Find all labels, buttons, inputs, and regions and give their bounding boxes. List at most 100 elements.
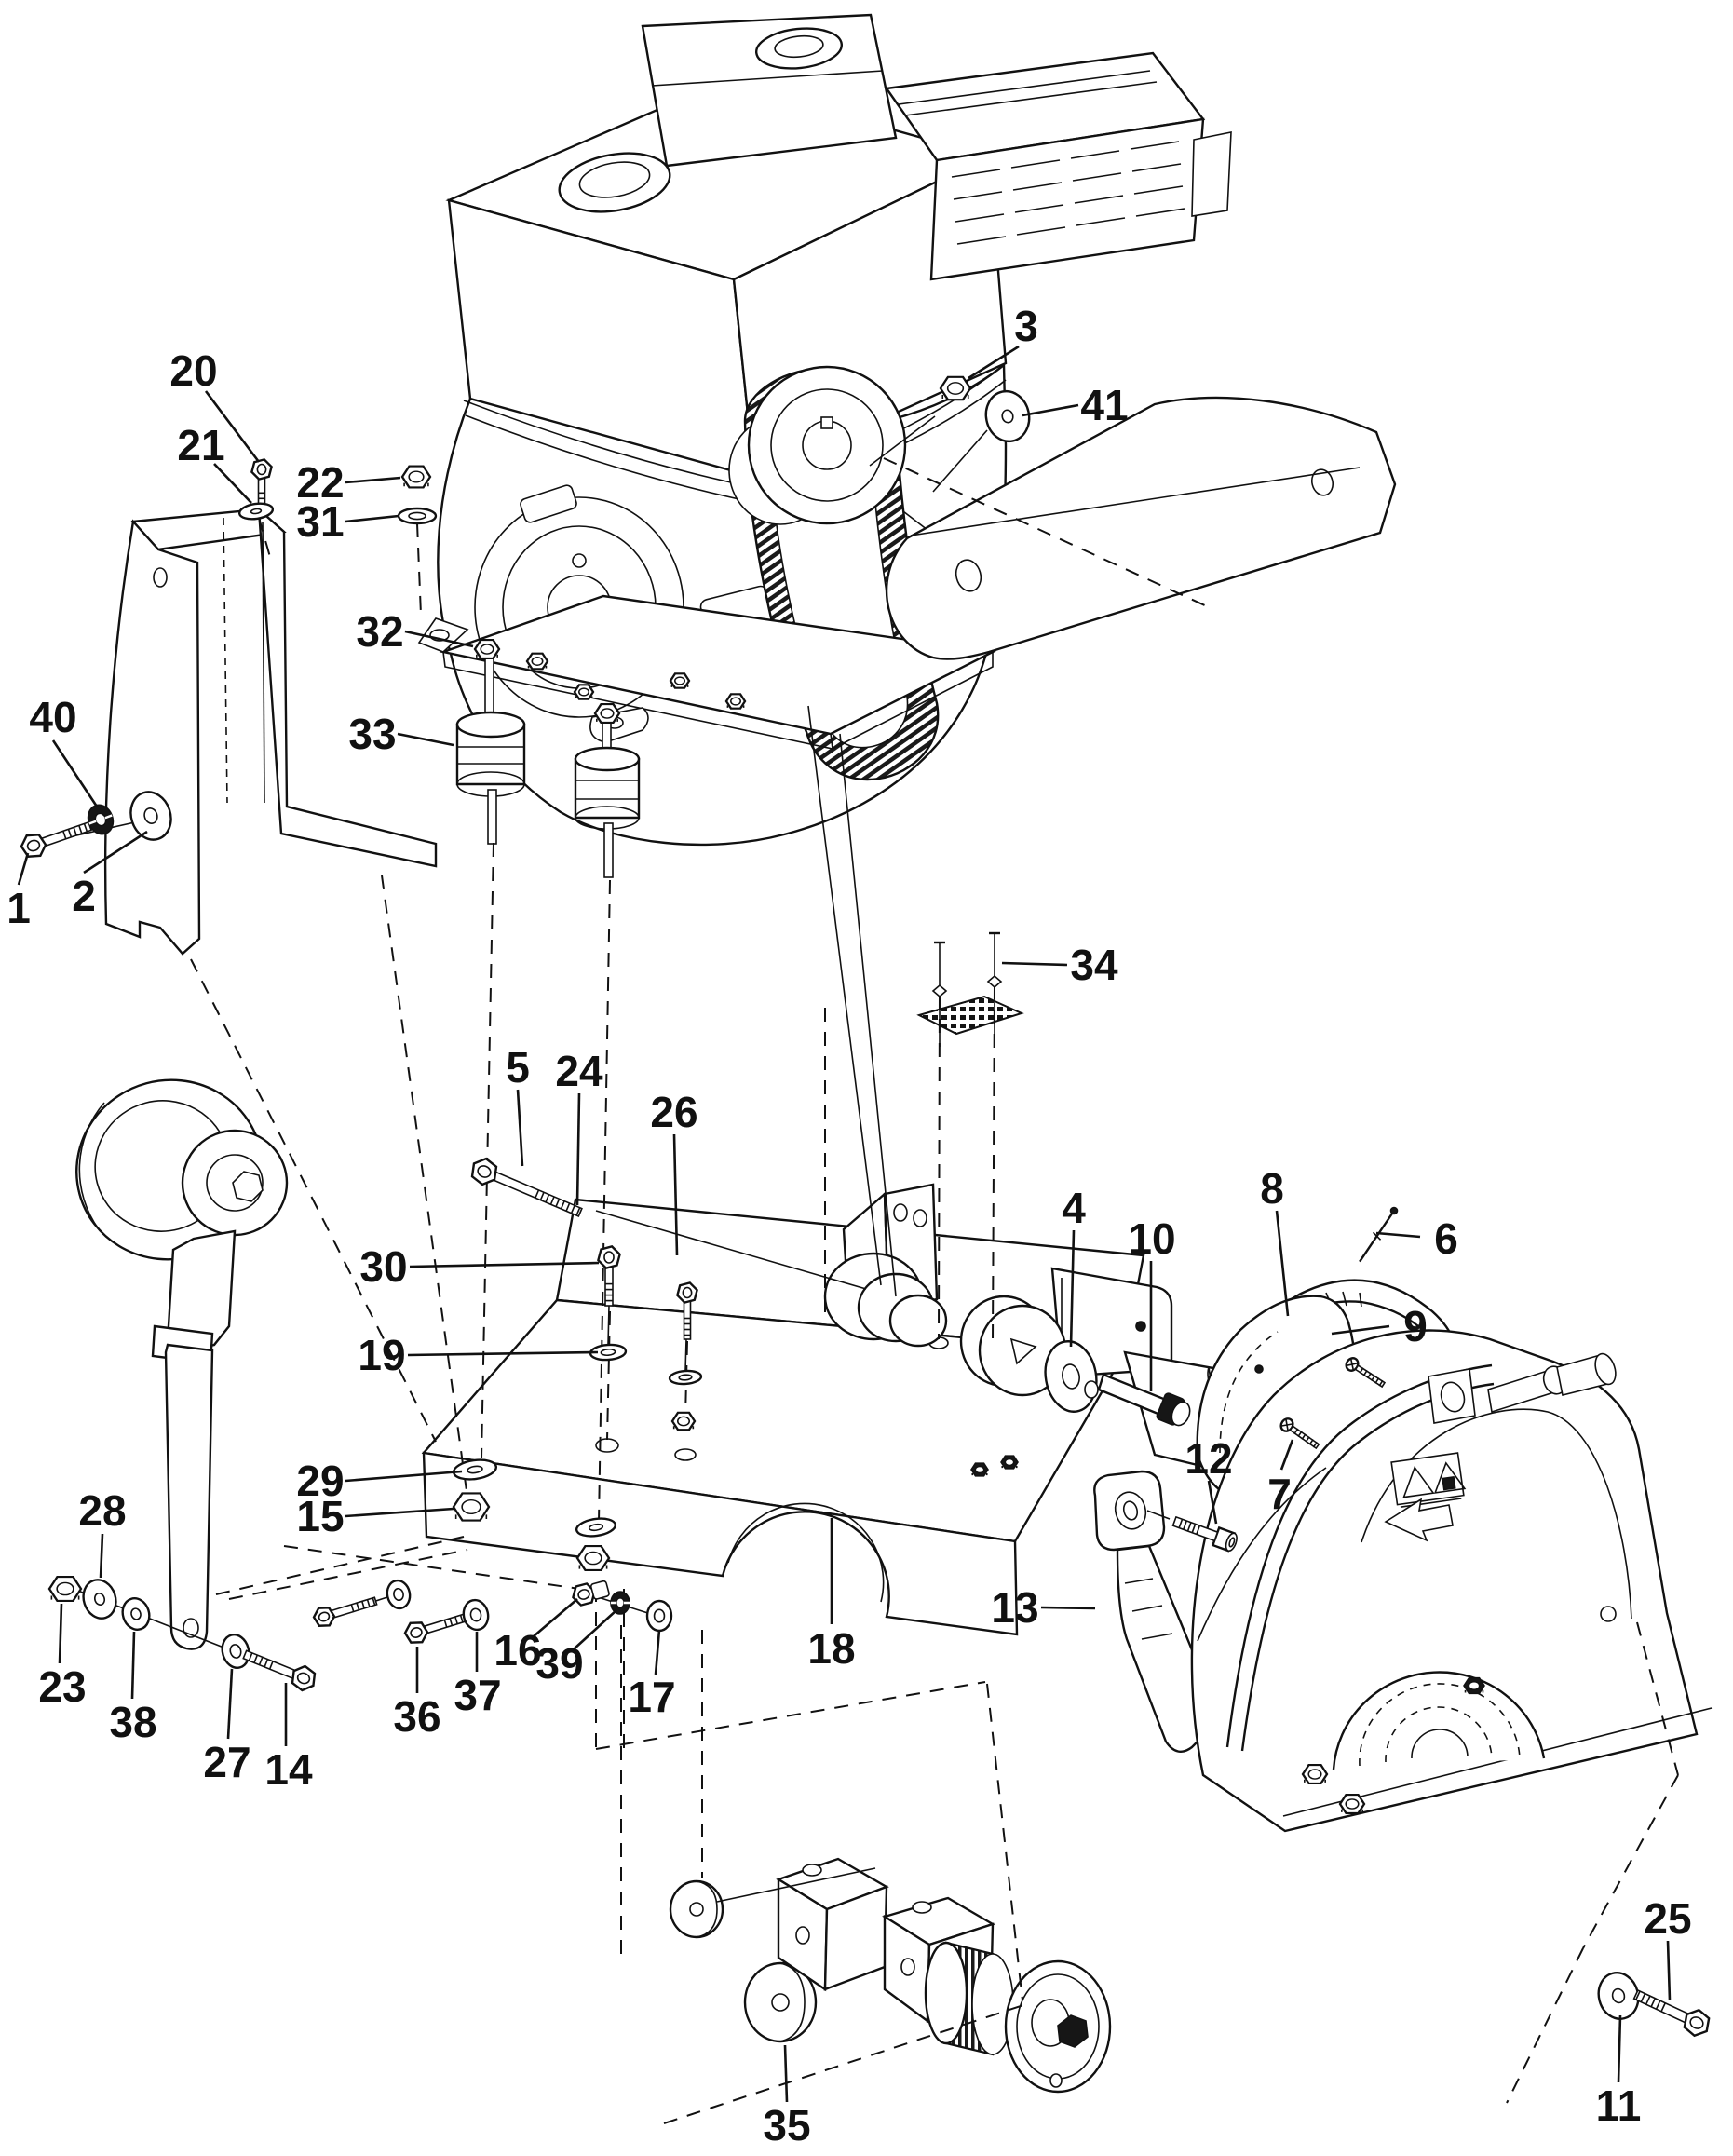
construction-lines	[55, 415, 1679, 2124]
diagram-line	[470, 1157, 498, 1186]
diagram-line	[545, 1194, 550, 1203]
callout-11: 11	[1596, 2081, 1642, 2130]
diagram-line	[520, 484, 577, 523]
leader-line-8	[1275, 1210, 1290, 1317]
diagram-line	[1304, 1779, 1326, 1783]
axis-line	[595, 1210, 867, 1290]
callout-6: 6	[1434, 1214, 1458, 1263]
callout-2: 2	[72, 872, 96, 920]
diagram-line	[676, 1416, 691, 1427]
diagram-line	[589, 1580, 610, 1600]
screw-7b	[1345, 1357, 1387, 1389]
diagram-line	[578, 687, 589, 697]
diagram-line	[1683, 2008, 1711, 2038]
callout-33: 33	[348, 710, 396, 758]
leader-line-30	[409, 1261, 600, 1268]
diagram-line	[143, 807, 158, 824]
diagram-line	[603, 1251, 615, 1264]
washer-29b	[575, 1517, 617, 1538]
dashed-alignment-line	[416, 522, 422, 616]
callout-10: 10	[1128, 1214, 1175, 1263]
axis-line	[1146, 1510, 1171, 1520]
diagram-line	[549, 1196, 555, 1205]
vibration-damper-33b	[574, 720, 641, 878]
diagram-line	[410, 1627, 423, 1638]
diagram-line	[560, 1200, 565, 1210]
diagram-line	[443, 1620, 448, 1628]
diagram-line	[268, 1661, 274, 1670]
nut-15b	[575, 1545, 611, 1571]
axis-line	[932, 429, 988, 493]
muffler-slots	[898, 70, 1185, 245]
diagram-line	[393, 1587, 404, 1602]
leader-line-25	[1666, 1940, 1672, 2001]
leader-line-38	[130, 1631, 136, 1700]
diagram-line	[67, 829, 73, 838]
diagram-line	[727, 1502, 885, 1603]
diagram-line	[670, 685, 689, 687]
diagram-line	[350, 1604, 355, 1612]
diagram-line	[1186, 1522, 1192, 1532]
callout-17: 17	[628, 1673, 675, 1721]
axis-line	[684, 1338, 687, 1372]
nut-32a	[473, 638, 501, 660]
leader-line-39	[574, 1609, 617, 1649]
callout-19: 19	[358, 1331, 405, 1379]
diagram-line	[1191, 1524, 1197, 1533]
diagram-line	[924, 1941, 968, 2045]
callout-15: 15	[296, 1492, 344, 1540]
diagram-line	[1338, 1793, 1366, 1815]
diagram-line	[469, 1607, 482, 1622]
warning-decal	[1390, 1452, 1467, 1508]
hex-bolt-14	[242, 1649, 317, 1692]
diagram-line	[476, 654, 498, 658]
diagram-line	[939, 375, 972, 401]
diagram-line	[893, 1203, 908, 1222]
leader-line-40	[51, 739, 99, 807]
diagram-line	[1332, 1671, 1546, 1770]
arrow-decal	[1384, 1498, 1454, 1542]
diagram-line	[577, 1589, 590, 1600]
diagram-line	[248, 1652, 253, 1661]
axis-line	[839, 733, 897, 1297]
diagram-line	[1228, 1537, 1236, 1548]
diagram-line	[1594, 1352, 1617, 1386]
chassis-nut-a	[970, 1462, 989, 1477]
leader-line-12	[1207, 1480, 1218, 1525]
diagram-line	[1372, 1231, 1382, 1241]
diagram-line	[1301, 1763, 1329, 1785]
leader-line-9	[1331, 1324, 1390, 1336]
outer-flange	[1004, 1959, 1112, 2094]
muffler	[884, 51, 1232, 281]
diagram-line	[912, 1901, 932, 1914]
diagram-line	[600, 708, 615, 719]
diagram-line	[1374, 1377, 1380, 1384]
callout-7: 7	[1267, 1470, 1292, 1518]
diagram-line	[1366, 1372, 1372, 1379]
diagram-line	[771, 1993, 790, 2012]
diagram-line	[1293, 1428, 1299, 1435]
callout-8: 8	[1260, 1164, 1284, 1213]
bearing-housing-a	[776, 1857, 889, 1992]
callout-4: 4	[1062, 1184, 1086, 1232]
callout-28: 28	[78, 1486, 126, 1535]
diagram-line	[26, 839, 41, 852]
diagram-line	[1359, 1683, 1521, 1767]
washer-2	[129, 791, 172, 841]
diagram-line	[726, 705, 745, 708]
diagram-line	[78, 825, 83, 834]
callout-29: 29	[296, 1457, 344, 1505]
diagram-line	[366, 1599, 371, 1607]
washer-21	[237, 502, 275, 521]
plate-nut-c	[669, 672, 691, 689]
diagram-line	[1171, 1401, 1191, 1427]
diagram-line	[454, 1616, 458, 1624]
guard-nut-dark	[1463, 1676, 1485, 1695]
diagram-line	[361, 1601, 365, 1609]
decal-plate-34	[916, 995, 1024, 1036]
leader-line-29	[345, 1470, 463, 1483]
diagram-line	[1084, 1380, 1099, 1399]
diagram-line	[1057, 2014, 1089, 2048]
